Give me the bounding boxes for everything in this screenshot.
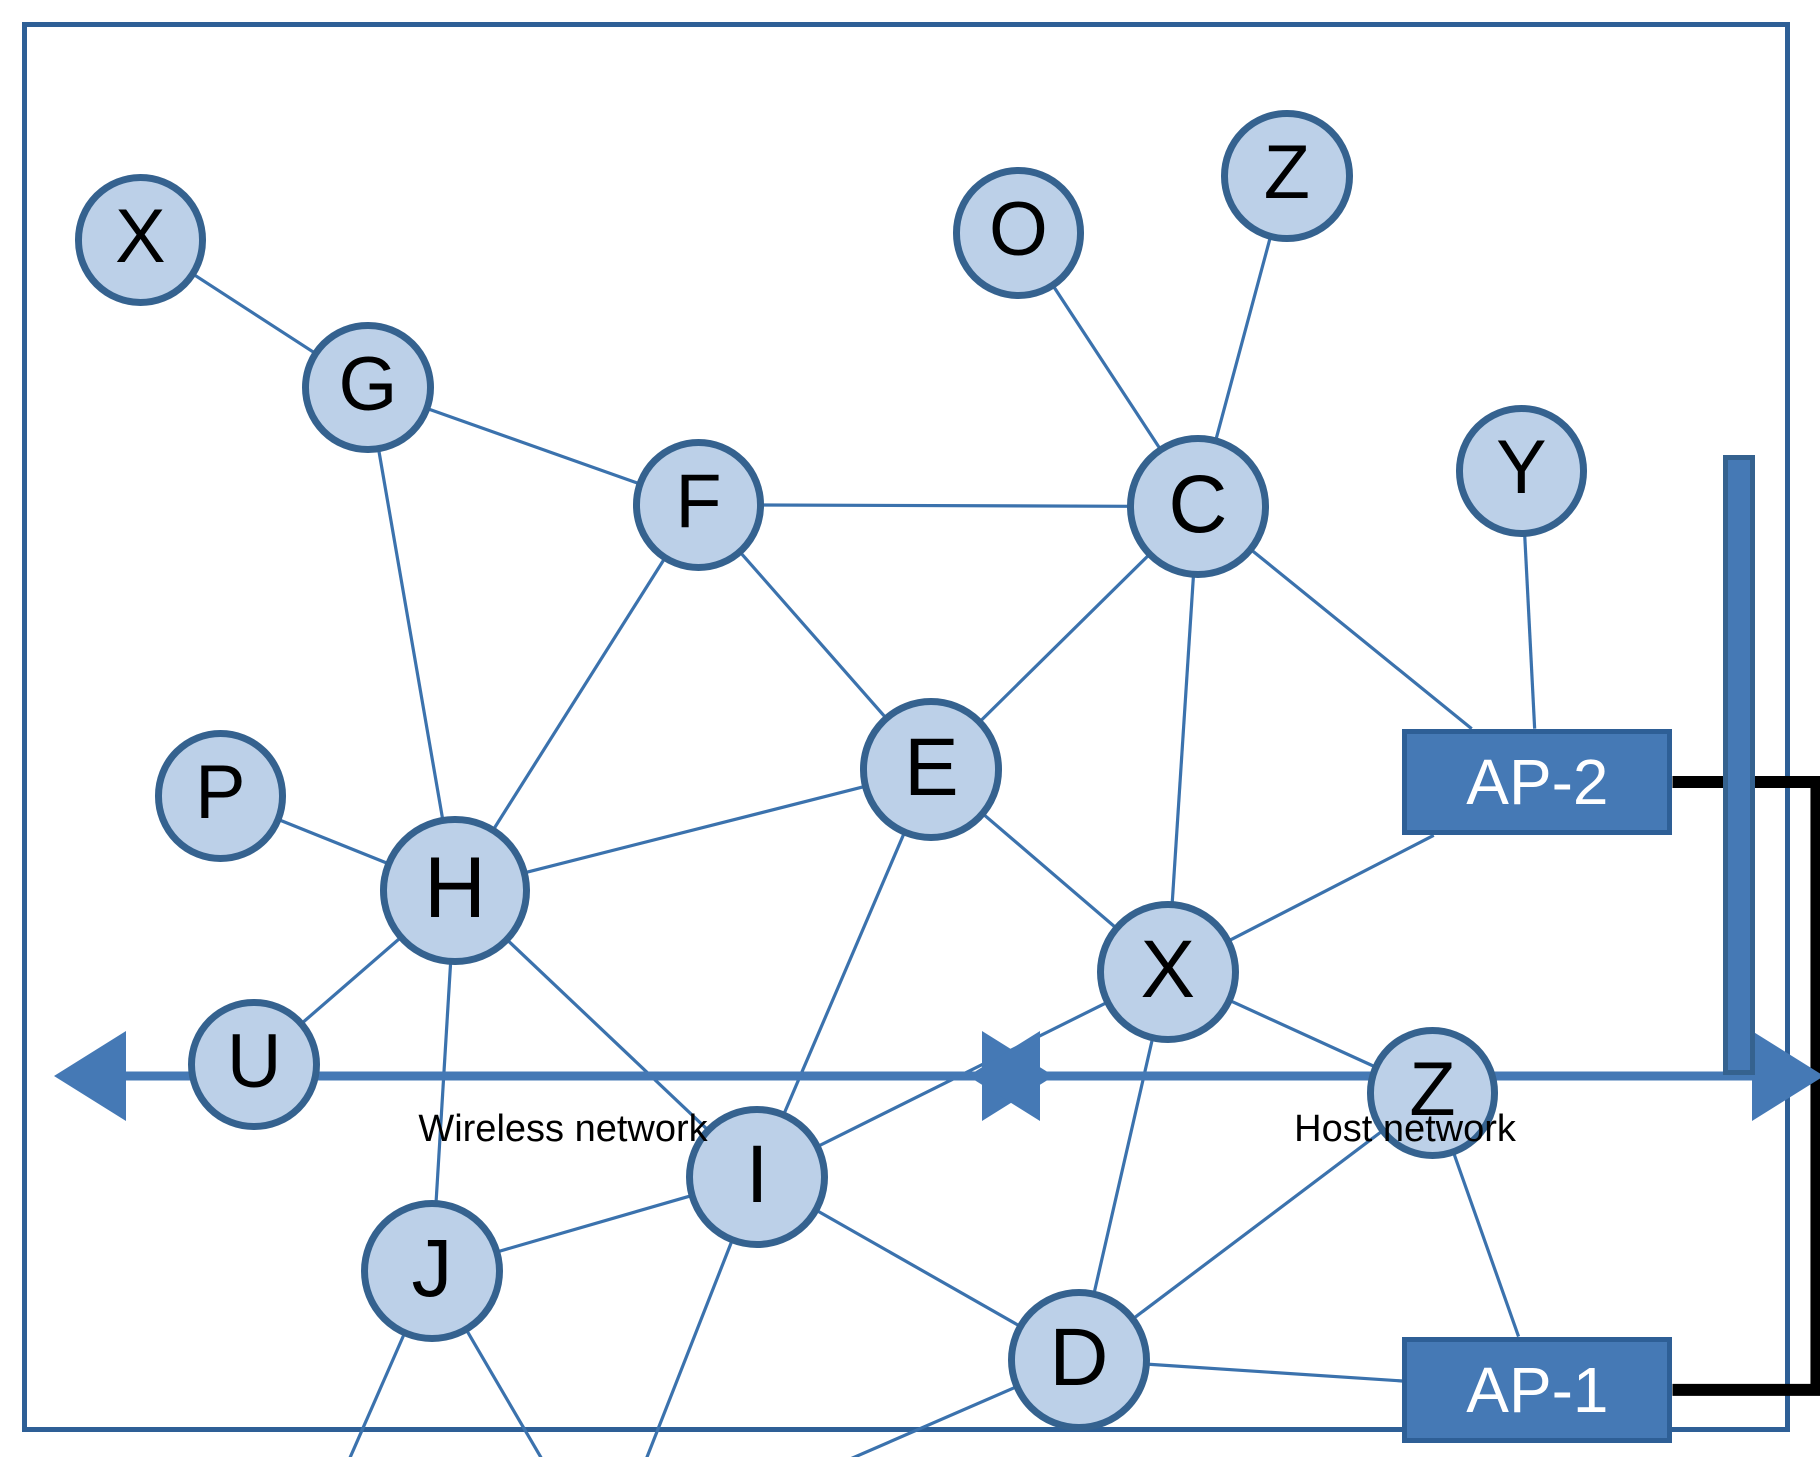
network-edge [426, 406, 640, 486]
network-edge [1523, 533, 1537, 729]
routing-device-f-4[interactable]: F [632, 439, 765, 571]
network-edge [850, 1385, 1018, 1457]
routing-device-label: Z [1263, 131, 1310, 216]
network-edge [464, 1328, 543, 1457]
routing-device-e-8[interactable]: E [860, 698, 1003, 841]
network-edge [738, 550, 888, 720]
network-edge [491, 556, 667, 831]
access-point-ap2[interactable]: AP-2 [1402, 728, 1673, 836]
network-edge [981, 812, 1118, 930]
network-edge [1170, 574, 1196, 905]
routing-device-label: X [1140, 924, 1195, 1016]
routing-device-x-0[interactable]: X [74, 174, 207, 306]
host-backbone-bar [1723, 455, 1755, 1075]
routing-device-label: P [195, 751, 246, 836]
routing-device-label: D [1049, 1311, 1109, 1403]
routing-device-z-12[interactable]: Z [1366, 1027, 1499, 1159]
routing-device-j-14[interactable]: J [360, 1199, 503, 1342]
routing-device-label: F [675, 459, 722, 544]
network-edge [1051, 284, 1162, 451]
network-edge [505, 938, 709, 1131]
routing-device-p-7[interactable]: P [154, 730, 287, 862]
routing-device-z-3[interactable]: Z [1221, 110, 1353, 242]
network-edge [1451, 1151, 1521, 1338]
routing-device-label: U [226, 1019, 282, 1104]
edge-layer [192, 236, 1537, 1457]
network-edge [761, 503, 1130, 508]
network-edge [1132, 1129, 1384, 1320]
routing-device-label: C [1168, 458, 1228, 550]
wireless-network-label: Wireless network [418, 1108, 708, 1150]
network-edge [1146, 1362, 1403, 1383]
routing-device-y-6[interactable]: Y [1455, 405, 1588, 537]
routing-device-label: H [424, 839, 486, 936]
network-edge [434, 961, 453, 1203]
routing-device-label: I [745, 1128, 769, 1220]
routing-device-d-15[interactable]: D [1007, 1288, 1150, 1431]
network-edge [300, 936, 402, 1025]
network-edge [524, 784, 866, 875]
routing-device-label: J [411, 1222, 453, 1314]
routing-device-g-1[interactable]: G [302, 321, 434, 454]
network-edge [1228, 999, 1377, 1069]
routing-device-label: G [338, 342, 398, 427]
network-edge [1227, 833, 1435, 943]
routing-device-i-13[interactable]: I [686, 1105, 829, 1248]
routing-device-label: Y [1496, 426, 1547, 511]
network-edge [645, 1239, 734, 1457]
routing-device-label: X [115, 195, 166, 280]
routing-device-x-10[interactable]: X [1096, 901, 1239, 1044]
network-edge [348, 1332, 407, 1457]
network-edge [1214, 236, 1273, 442]
network-edge [377, 449, 445, 821]
routing-device-o-2[interactable]: O [952, 167, 1085, 299]
network-edge [1249, 548, 1473, 730]
routing-device-label: O [989, 188, 1048, 272]
routing-device-h-9[interactable]: H [380, 815, 530, 966]
routing-device-label: Z [1409, 1048, 1456, 1133]
routing-device-u-11[interactable]: U [188, 998, 320, 1131]
host-network-label: Host network [1294, 1108, 1516, 1150]
routing-device-label: E [904, 721, 959, 813]
network-edge [978, 553, 1151, 723]
routing-device-c-5[interactable]: C [1126, 435, 1270, 578]
network-edge [496, 1194, 693, 1254]
network-edge [192, 272, 317, 355]
access-point-ap1[interactable]: AP-1 [1402, 1336, 1673, 1444]
network-edge [278, 818, 390, 866]
network-edge [815, 1208, 1021, 1328]
